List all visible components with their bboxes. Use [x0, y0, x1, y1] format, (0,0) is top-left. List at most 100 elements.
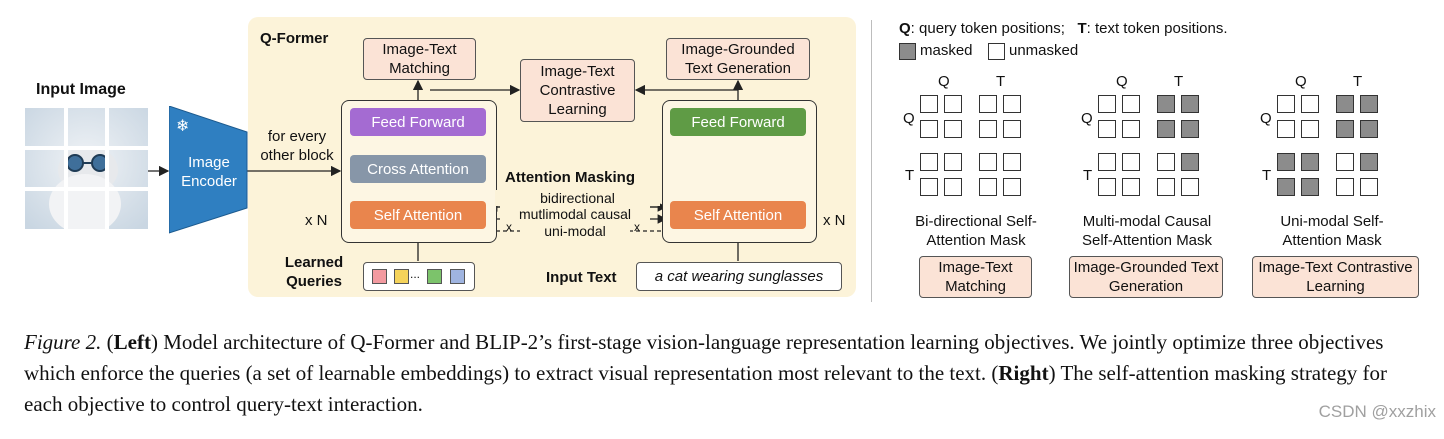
- mask-col-q-label: Q: [1295, 73, 1307, 90]
- mask-cell-unmasked: [1098, 120, 1116, 138]
- image-encoder-label: Image Encoder: [181, 154, 237, 190]
- mask-cell-unmasked: [1003, 95, 1021, 113]
- mask-cell-unmasked: [1003, 178, 1021, 196]
- legend-masked-label: masked: [920, 42, 973, 59]
- query-times-n: x N: [305, 212, 328, 229]
- mask-row-t-label: T: [905, 167, 915, 184]
- mask-cell-unmasked: [1181, 178, 1199, 196]
- mask-blocked-mark-right: x: [634, 220, 640, 234]
- mask-cell-unmasked: [1003, 153, 1021, 171]
- legend-masked-swatch: [899, 43, 916, 60]
- mask-col-t-label: T: [996, 73, 1006, 90]
- mask-cell-unmasked: [1157, 178, 1175, 196]
- learned-queries-box: ...: [363, 262, 475, 291]
- mask-cell-unmasked: [1277, 95, 1295, 113]
- mask-cell-unmasked: [944, 153, 962, 171]
- figure-label: Figure 2.: [24, 330, 102, 354]
- legend-positions: Q: query token positions; T: text token …: [899, 20, 1228, 38]
- mask-col-t-label: T: [1353, 73, 1363, 90]
- mask-blocked-mark-left: x: [506, 220, 512, 234]
- caption-left-label: Left: [113, 330, 151, 354]
- mask-label-causal: mutlimodal causal: [500, 206, 650, 222]
- mask-cell-masked: [1360, 153, 1378, 171]
- watermark: CSDN @xxzhix: [1318, 402, 1436, 421]
- mask-objective: Image-Text Matching: [919, 256, 1032, 298]
- caption-left-text: Model architecture of Q-Former and BLIP-…: [24, 330, 1384, 385]
- mask-cell-unmasked: [1122, 153, 1140, 171]
- mask-cell-masked: [1181, 153, 1199, 171]
- mask-cell-masked: [1277, 178, 1295, 196]
- caption-right-text: The self-attention masking strategy for …: [24, 361, 1388, 416]
- mask-cell-unmasked: [1122, 95, 1140, 113]
- mask-cell-unmasked: [1098, 153, 1116, 171]
- legend-q-text: : query token positions;: [910, 20, 1065, 37]
- panel-divider: [871, 20, 872, 302]
- figure-caption: Figure 2. (Left) Model architecture of Q…: [24, 330, 1388, 416]
- mask-cell-unmasked: [944, 120, 962, 138]
- attention-masking-title: Attention Masking: [505, 169, 635, 186]
- objective-itg-top: Image-Grounded Text Generation: [666, 38, 810, 80]
- mask-label-unimodal: uni-modal: [520, 223, 630, 239]
- mask-cell-unmasked: [979, 178, 997, 196]
- mask-cell-unmasked: [1301, 95, 1319, 113]
- mask-col-q-label: Q: [1116, 73, 1128, 90]
- mask-cell-masked: [1360, 95, 1378, 113]
- mask-cell-unmasked: [1122, 120, 1140, 138]
- query-token: [427, 269, 442, 284]
- query-self-attention: Self Attention: [350, 201, 486, 229]
- mask-cell-masked: [1301, 153, 1319, 171]
- mask-cell-unmasked: [1277, 120, 1295, 138]
- text-feed-forward: Feed Forward: [670, 108, 806, 136]
- mask-cell-masked: [1277, 153, 1295, 171]
- mask-cell-unmasked: [979, 153, 997, 171]
- mask-cell-masked: [1360, 120, 1378, 138]
- mask-cell-unmasked: [979, 95, 997, 113]
- mask-col-t-label: T: [1174, 73, 1184, 90]
- legend-t-key: T: [1077, 20, 1087, 37]
- mask-cell-unmasked: [920, 120, 938, 138]
- legend-unmasked-swatch: [988, 43, 1005, 60]
- mask-row-t-label: T: [1262, 167, 1272, 184]
- mask-cell-unmasked: [1003, 120, 1021, 138]
- mask-row-q-label: Q: [1081, 110, 1093, 127]
- input-image: [25, 108, 148, 229]
- mask-cell-unmasked: [1122, 178, 1140, 196]
- mask-cell-unmasked: [1360, 178, 1378, 196]
- mask-row-q-label: Q: [1260, 110, 1272, 127]
- mask-cell-unmasked: [1098, 95, 1116, 113]
- mask-cell-unmasked: [1098, 178, 1116, 196]
- mask-cell-unmasked: [944, 95, 962, 113]
- mask-cell-unmasked: [944, 178, 962, 196]
- mask-label-bidirectional: bidirectional: [495, 190, 660, 206]
- mask-cell-unmasked: [979, 120, 997, 138]
- mask-row-t-label: T: [1083, 167, 1093, 184]
- mask-cell-masked: [1181, 120, 1199, 138]
- qformer-title: Q-Former: [260, 30, 329, 47]
- mask-title: Multi-modal Causal Self-Attention Mask: [1081, 213, 1213, 249]
- mask-cell-masked: [1181, 95, 1199, 113]
- input-text-label: Input Text: [546, 269, 617, 286]
- text-times-n: x N: [823, 212, 846, 229]
- query-token: [450, 269, 465, 284]
- mask-cell-masked: [1336, 95, 1354, 113]
- mask-cell-masked: [1157, 95, 1175, 113]
- mask-cell-unmasked: [1301, 120, 1319, 138]
- cross-attention: Cross Attention: [350, 155, 486, 183]
- objective-itc-top: Image-Text Contrastive Learning: [520, 59, 635, 122]
- mask-cell-masked: [1336, 120, 1354, 138]
- mask-cell-unmasked: [920, 95, 938, 113]
- snowflake-icon: ❄: [176, 118, 190, 135]
- query-dots: ...: [410, 267, 421, 281]
- legend-q-key: Q: [899, 20, 911, 37]
- legend-unmasked-label: unmasked: [1009, 42, 1079, 59]
- query-token: [372, 269, 387, 284]
- mask-col-q-label: Q: [938, 73, 950, 90]
- mask-cell-unmasked: [920, 153, 938, 171]
- input-image-label: Input Image: [36, 81, 126, 98]
- mask-objective: Image-Grounded Text Generation: [1069, 256, 1223, 298]
- mask-cell-unmasked: [920, 178, 938, 196]
- query-token: [394, 269, 409, 284]
- mask-cell-unmasked: [1336, 153, 1354, 171]
- mask-title: Bi-directional Self-Attention Mask: [915, 213, 1037, 249]
- mask-cell-unmasked: [1336, 178, 1354, 196]
